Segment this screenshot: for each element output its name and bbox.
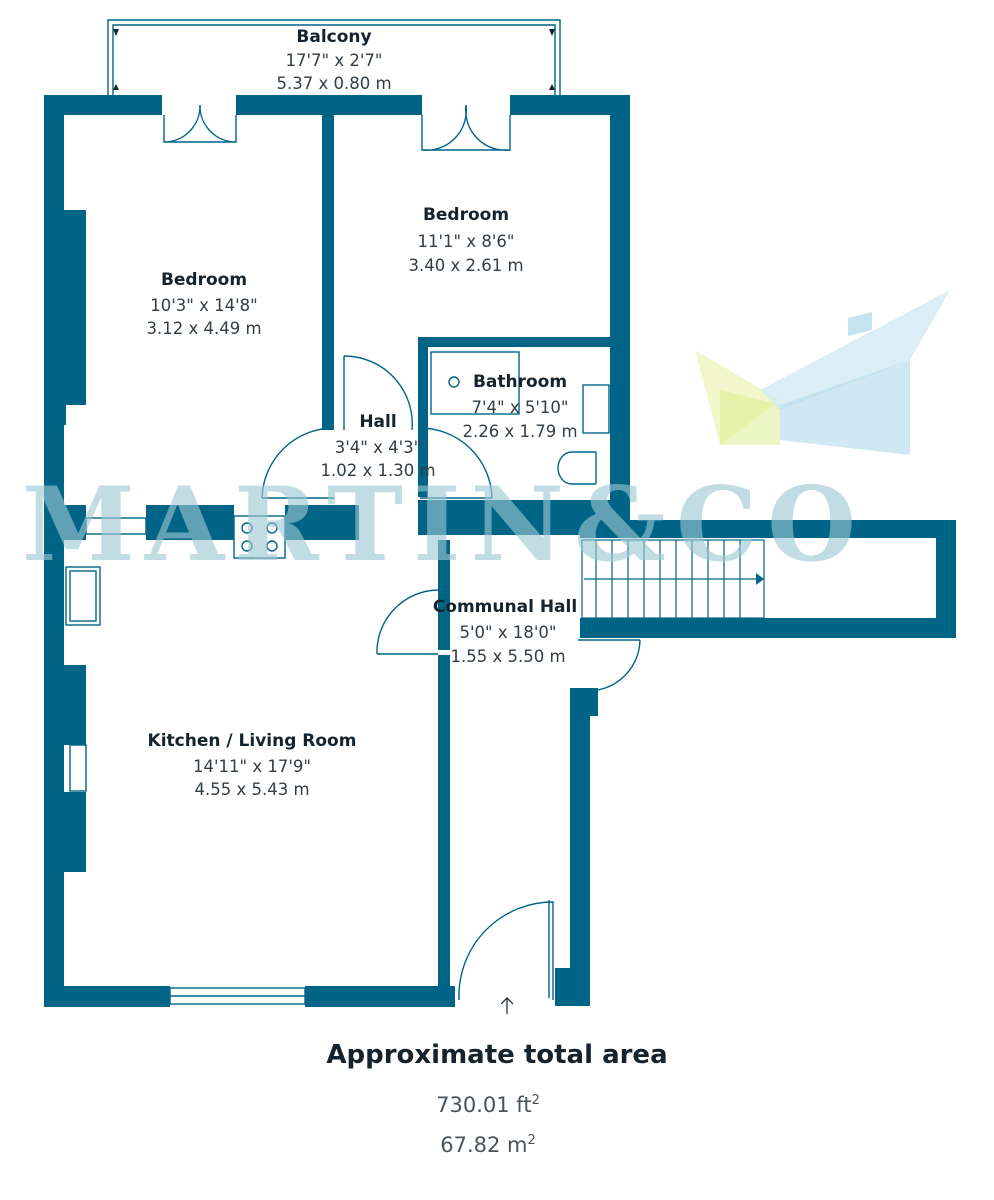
svg-text:3.12 x 4.49 m: 3.12 x 4.49 m bbox=[146, 319, 261, 338]
walls bbox=[44, 95, 956, 1007]
room-label-communal-hall: Communal Hall 5'0" x 18'0" 1.55 x 5.50 m bbox=[433, 597, 577, 666]
entrance-arrow-icon bbox=[500, 997, 514, 1014]
svg-text:Bedroom: Bedroom bbox=[423, 205, 509, 225]
doors bbox=[163, 104, 641, 1001]
svg-text:Bathroom: Bathroom bbox=[473, 372, 567, 392]
room-label-balcony: Balcony 17'7" x 2'7" 5.37 x 0.80 m bbox=[276, 27, 391, 93]
area-imperial: 730.01 ft2 bbox=[0, 1093, 976, 1117]
svg-text:14'11" x 17'9": 14'11" x 17'9" bbox=[193, 757, 311, 776]
svg-text:4.55 x 5.43 m: 4.55 x 5.43 m bbox=[194, 780, 309, 799]
svg-text:7'4" x 5'10": 7'4" x 5'10" bbox=[472, 398, 569, 417]
svg-text:MARTIN&CO: MARTIN&CO bbox=[22, 465, 866, 585]
svg-text:1.55 x 5.50 m: 1.55 x 5.50 m bbox=[450, 647, 565, 666]
svg-text:3'4" x 4'3": 3'4" x 4'3" bbox=[335, 438, 422, 457]
svg-text:10'3" x 14'8": 10'3" x 14'8" bbox=[150, 296, 258, 315]
area-imperial-exponent: 2 bbox=[531, 1093, 540, 1108]
floor-plan: MARTIN&CO Balcony 17'7" x 2'7" 5.37 x 0.… bbox=[22, 19, 956, 1014]
room-label-bedroom-right: Bedroom 11'1" x 8'6" 3.40 x 2.61 m bbox=[408, 205, 523, 275]
svg-text:5'0" x 18'0": 5'0" x 18'0" bbox=[460, 623, 557, 642]
svg-text:11'1" x 8'6": 11'1" x 8'6" bbox=[418, 232, 515, 251]
balcony-outline bbox=[107, 19, 561, 96]
staircase bbox=[581, 539, 765, 619]
watermark: MARTIN&CO bbox=[22, 290, 950, 585]
area-metric-exponent: 2 bbox=[527, 1133, 536, 1148]
room-label-kitchen-living: Kitchen / Living Room 14'11" x 17'9" 4.5… bbox=[148, 731, 357, 799]
area-metric-value: 67.82 m bbox=[440, 1133, 528, 1157]
watermark-house-logo bbox=[695, 290, 950, 455]
svg-text:Balcony: Balcony bbox=[296, 27, 371, 47]
room-label-bedroom-left: Bedroom 10'3" x 14'8" 3.12 x 4.49 m bbox=[146, 270, 261, 338]
area-title: Approximate total area bbox=[326, 1040, 668, 1070]
svg-text:1.02 x 1.30 m: 1.02 x 1.30 m bbox=[320, 461, 435, 480]
area-imperial-value: 730.01 ft bbox=[436, 1093, 532, 1117]
windows bbox=[85, 517, 306, 1005]
svg-text:Bedroom: Bedroom bbox=[161, 270, 247, 290]
svg-text:2.26 x 1.79 m: 2.26 x 1.79 m bbox=[462, 422, 577, 441]
fixtures bbox=[65, 351, 610, 792]
room-label-bathroom: Bathroom 7'4" x 5'10" 2.26 x 1.79 m bbox=[462, 372, 577, 441]
room-label-hall: Hall 3'4" x 4'3" 1.02 x 1.30 m bbox=[320, 412, 435, 480]
svg-text:Kitchen / Living Room: Kitchen / Living Room bbox=[148, 731, 357, 751]
svg-text:Hall: Hall bbox=[359, 412, 396, 432]
area-metric: 67.82 m2 bbox=[0, 1133, 976, 1157]
svg-text:3.40 x 2.61 m: 3.40 x 2.61 m bbox=[408, 256, 523, 275]
svg-text:5.37 x 0.80 m: 5.37 x 0.80 m bbox=[276, 74, 391, 93]
svg-text:Communal Hall: Communal Hall bbox=[433, 597, 577, 617]
svg-text:17'7" x 2'7": 17'7" x 2'7" bbox=[286, 51, 383, 70]
